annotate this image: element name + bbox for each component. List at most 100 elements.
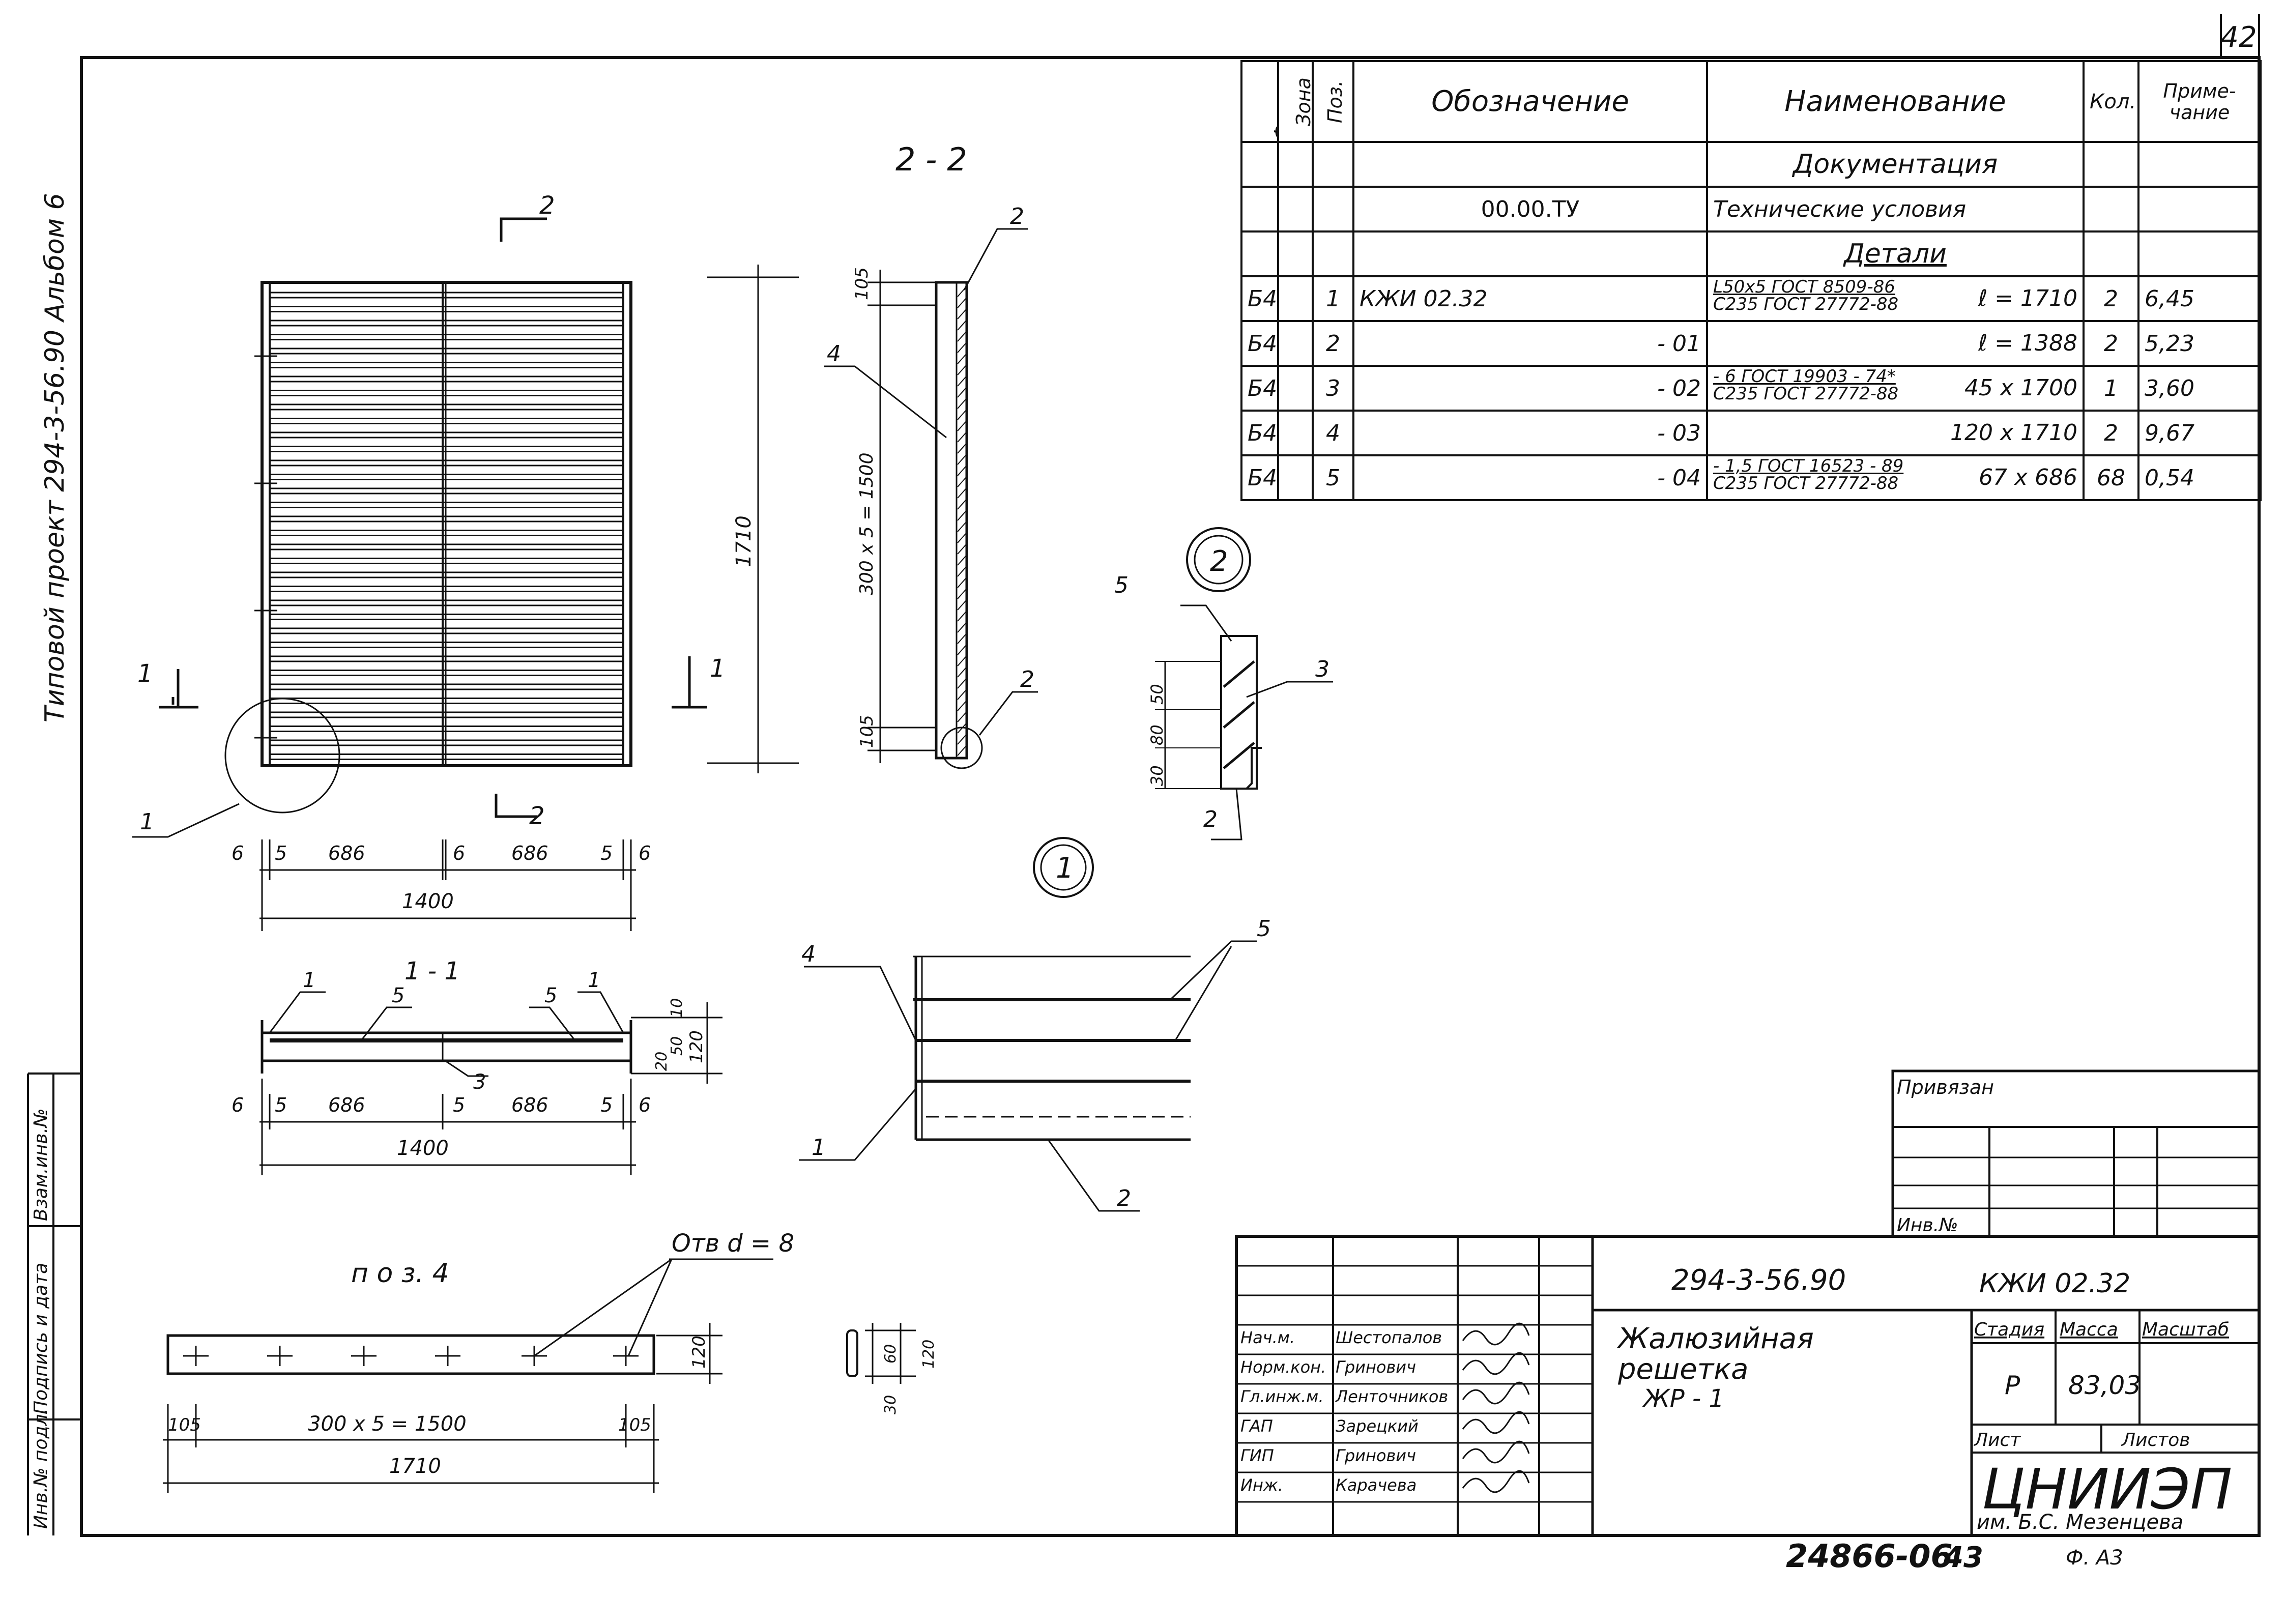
tb-sheet-label: Лист [1973, 1430, 2021, 1451]
signature-mark [1462, 1352, 1530, 1375]
spec-format: Б4 [1240, 320, 1279, 367]
hatch-line [957, 354, 966, 364]
stamp-replace-label: Взам.инв.№ [31, 1108, 51, 1221]
spec-zone [1277, 320, 1314, 367]
spec-size: ℓ = 1388 [1978, 330, 2077, 356]
hatch-line [957, 343, 966, 353]
tb-doc-code: КЖИ 02.32 [1979, 1268, 2130, 1299]
d1-callout-1: 1 [812, 1135, 826, 1161]
pos4-total-length: 1710 [389, 1455, 441, 1478]
spec-qty: 2 [2083, 410, 2140, 456]
binding-title: Привязан [1897, 1076, 1994, 1098]
signer-role: Норм.кон. [1240, 1357, 1326, 1377]
hatch-line [957, 455, 966, 465]
s11-callout-3: 3 [473, 1070, 486, 1094]
section-mark-top: 2 [539, 191, 555, 220]
spec-format: Б4 [1240, 365, 1279, 412]
tb-scale-label: Масштаб [2142, 1319, 2229, 1340]
main-view [132, 281, 632, 838]
spec-zone [1277, 365, 1314, 412]
s11-callout-1a: 1 [303, 969, 315, 992]
stamp-sign-label: Подпись и дата [31, 1263, 51, 1414]
spec-format: Б4 [1240, 410, 1279, 456]
signature-mark [1462, 1470, 1530, 1493]
hatch-line [957, 723, 966, 734]
spec-doc-designation: 00.00.ТУ [1352, 186, 1708, 233]
spec-pos: 1 [1312, 275, 1354, 322]
hatch-line [957, 701, 966, 711]
section-1-1-title: 1 - 1 [404, 957, 460, 985]
spec-h-zone: Зона [1277, 60, 1314, 143]
s11-hdim-3: 120 [686, 1030, 707, 1063]
hatch-line [957, 432, 966, 443]
spec-doc-name: Технические условия [1706, 186, 2085, 233]
pos4-height-dim: 120 [689, 1336, 709, 1369]
detail-1 [799, 940, 1257, 1212]
tb-org: ЦНИИЭП [1982, 1457, 2232, 1522]
sheet-frame [80, 56, 2261, 1537]
d2-callout-5: 5 [1114, 572, 1129, 598]
spec-pos: 3 [1312, 365, 1354, 412]
section-1-1 [259, 991, 722, 1175]
tb-org-sub: им. Б.С. Мезенцева [1977, 1511, 2183, 1534]
spec-section-details-label: Детали [1706, 230, 2085, 277]
spec-pos: 4 [1312, 410, 1354, 456]
hatch-line [957, 544, 966, 555]
stamp-inv-label: Инв.№ подл. [31, 1408, 51, 1529]
signature-mark [1462, 1381, 1530, 1405]
hatch-line [957, 466, 966, 476]
sheet-number: 42 [2220, 21, 2257, 54]
spec-note: 0,54 [2137, 454, 2262, 501]
main-callout-1: 1 [140, 809, 154, 835]
footer-archive: 24866-06 [1786, 1538, 1953, 1575]
hatch-line [957, 712, 966, 722]
spec-h-name: Наименование [1706, 60, 2085, 143]
spec-doc-row: 00.00.ТУ Технические условия [1240, 186, 2262, 233]
signer-role: Нач.м. [1240, 1328, 1295, 1347]
signer-name: Ленточников [1335, 1387, 1448, 1406]
hatch-line [957, 645, 966, 655]
spec-zone [1277, 275, 1314, 322]
signer-role: ГИП [1240, 1446, 1274, 1465]
spec-name-bottom: С235 ГОСТ 27772-88 [1713, 384, 1899, 404]
pos4-title: п о з. 4 [351, 1258, 449, 1289]
tb-name-3: ЖР - 1 [1642, 1384, 1724, 1413]
spec-format: Б4 [1240, 454, 1279, 501]
spec-pos: 2 [1312, 320, 1354, 367]
spec-h-qty: Кол. [2083, 60, 2140, 143]
spec-size: 45 x 1700 [1964, 375, 2077, 401]
hatch-line [957, 634, 966, 644]
s11-hdim-2: 50 [668, 1036, 686, 1056]
hatch-line [957, 533, 966, 543]
s11-dim-1: 5 [275, 1094, 287, 1116]
d2-dim-80: 80 [1147, 724, 1167, 745]
s22-callout-2a: 2 [1010, 204, 1024, 229]
spec-h-pos: Поз. [1312, 60, 1354, 143]
d1-callout-4: 4 [801, 941, 816, 967]
spec-section-docs-label: Документация [1706, 141, 2085, 188]
detail-2 [1155, 604, 1333, 840]
tb-mass: 83,03 [2068, 1371, 2141, 1400]
signer-name: Гринович [1336, 1446, 1416, 1465]
s22-dim-mid: 300 x 5 = 1500 [856, 453, 877, 595]
section-mark-bottom: 2 [529, 802, 545, 830]
spec-size: 67 x 686 [1979, 465, 2077, 490]
spec-designation: - 04 [1352, 454, 1708, 501]
s11-dim-4: 686 [511, 1094, 548, 1116]
spec-qty: 2 [2083, 320, 2140, 367]
signer-role: Инж. [1240, 1475, 1283, 1495]
side-project-label: Типовой проект 294-3-56.90 Альбом 6 [40, 193, 70, 722]
hatch-line [957, 690, 966, 700]
spec-name: ℓ = 1388 [1706, 320, 2085, 367]
spec-pos: 5 [1312, 454, 1354, 501]
main-height-dim: 1710 [732, 515, 756, 567]
spec-name-top: - 1,5 ГОСТ 16523 - 89 [1713, 456, 1904, 476]
hatch-line [957, 298, 966, 308]
footer-format: Ф. А3 [2066, 1546, 2123, 1570]
spec-designation: - 01 [1352, 320, 1708, 367]
tb-project: 294-3-56.90 [1671, 1264, 1846, 1297]
